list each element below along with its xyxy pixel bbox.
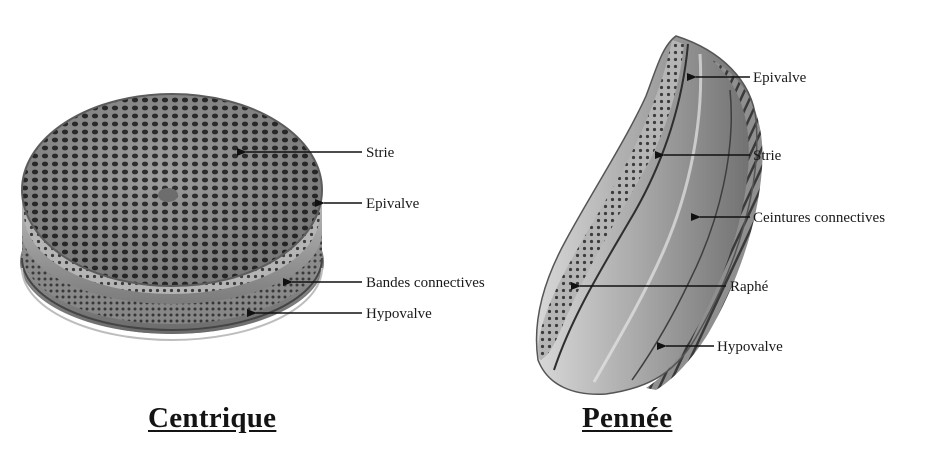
caption-centrique: Centrique [148, 402, 276, 435]
label-raphe: Raphé [730, 279, 769, 295]
label-ceintures-connectives: Ceintures connectives [753, 210, 885, 226]
label-bandes-connectives: Bandes connectives [366, 275, 485, 291]
label-strie-centric: Strie [366, 145, 395, 161]
centric-diatom-image [20, 94, 324, 340]
label-hypovalve-pennate: Hypovalve [717, 339, 783, 355]
label-strie-pennate: Strie [753, 148, 782, 164]
label-epivalve-centric: Epivalve [366, 196, 420, 212]
label-epivalve-pennate: Epivalve [753, 70, 807, 86]
label-hypovalve-centric: Hypovalve [366, 306, 432, 322]
caption-pennee: Pennée [582, 402, 672, 435]
